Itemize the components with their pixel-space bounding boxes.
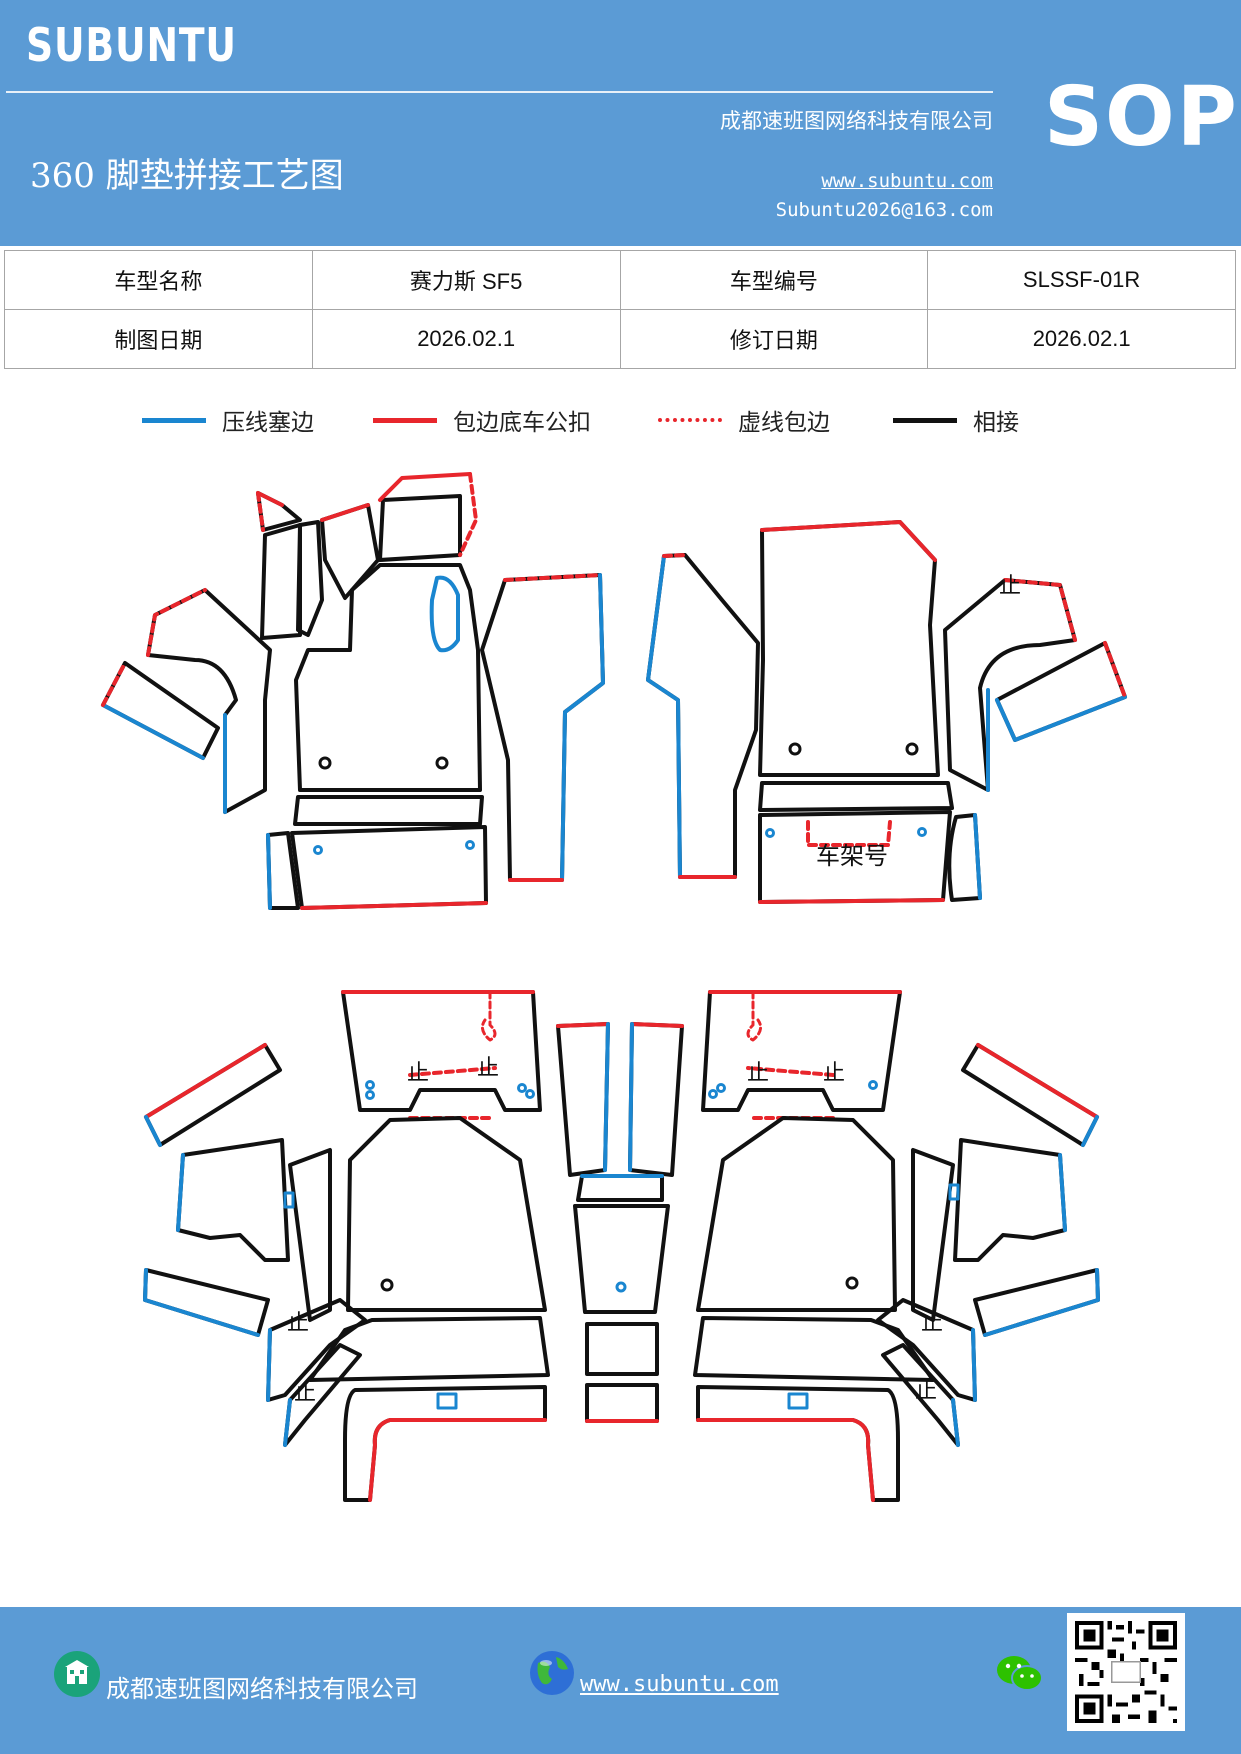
legend-item-black: 相接 (893, 400, 1019, 440)
legend-item-blue: 压线塞边 (142, 400, 314, 440)
table-row: 车型名称 赛力斯 SF5 车型编号 SLSSF-01R (4, 250, 1236, 310)
legend-swatch-blue (142, 417, 206, 423)
mat-piece (947, 813, 982, 902)
model-name-value: 赛力斯 SF5 (311, 250, 621, 310)
footer-website-link[interactable]: www.subuntu.com (580, 1672, 779, 1697)
table-row: 制图日期 2026.02.1 修订日期 2026.02.1 (4, 309, 1236, 369)
center-mats (556, 1022, 684, 1423)
stop-mark: 止 (823, 1061, 845, 1086)
qr-code-pattern (1067, 1613, 1185, 1731)
website-link[interactable]: www.subuntu.com (821, 170, 993, 192)
model-code-value: SLSSF-01R (927, 250, 1236, 310)
upper-right-mats: 车架号 止 (646, 520, 1127, 904)
legend-label-black: 相接 (973, 410, 1019, 436)
mat-piece (341, 990, 542, 1112)
lower-left-mats: 止 止 止 止 (143, 990, 550, 1502)
legend-label-red: 包边底车公扣 (453, 410, 591, 436)
sop-label: SOP (1044, 70, 1239, 165)
draw-date-label: 制图日期 (4, 309, 313, 369)
mat-piece (429, 575, 460, 653)
legend-item-dashed: 虚线包边 (658, 400, 830, 440)
mat-piece (961, 1043, 1099, 1147)
mat-piece (758, 520, 940, 777)
mat-piece (288, 1148, 332, 1322)
stop-mark: 止 (287, 1311, 309, 1336)
model-name-label: 车型名称 (4, 250, 313, 310)
legend-swatch-red (373, 417, 437, 423)
mat-piece (480, 573, 605, 882)
mat-piece (758, 781, 954, 812)
qr-code (1067, 1613, 1185, 1731)
mat-piece (973, 1268, 1100, 1337)
stop-mark: 止 (747, 1061, 769, 1086)
revise-date-value: 2026.02.1 (927, 309, 1236, 369)
stop-mark: 止 (999, 574, 1021, 599)
header-divider (6, 91, 993, 93)
mat-piece (911, 1148, 955, 1322)
legend-swatch-black (893, 417, 957, 423)
legend-label-dashed: 虚线包边 (738, 410, 830, 436)
footer-company: 成都速班图网络科技有限公司 (106, 1675, 418, 1703)
mat-piece (176, 1138, 290, 1262)
building-icon (54, 1651, 100, 1697)
mat-piece (556, 1022, 610, 1177)
revise-date-label: 修订日期 (619, 309, 929, 369)
mat-piece (576, 1174, 664, 1202)
footer-banner: 成都速班图网络科技有限公司 www.subuntu.com (0, 1607, 1241, 1754)
upper-left-mats (101, 472, 605, 910)
globe-icon (530, 1651, 574, 1695)
page-title: 360 脚垫拼接工艺图 (30, 156, 344, 196)
mat-piece (143, 1268, 270, 1337)
mat-piece (646, 553, 760, 879)
company-name: 成都速班图网络科技有限公司 (720, 109, 993, 133)
brand-logo: SUBUNTU (26, 18, 237, 72)
mat-piece (696, 1116, 897, 1312)
legend-item-red: 包边底车公扣 (373, 400, 591, 440)
stop-mark: 止 (915, 1379, 937, 1404)
stop-mark: 止 (294, 1381, 316, 1406)
mat-piece (101, 661, 220, 760)
lower-right-mats (693, 990, 1100, 1502)
mat-piece (293, 795, 484, 826)
mat-piece (573, 1204, 670, 1314)
legend-swatch-dashed (658, 418, 722, 422)
mat-piece (346, 1116, 547, 1312)
mat-piece (308, 1316, 550, 1382)
mat-piece (146, 588, 272, 814)
model-code-label: 车型编号 (619, 250, 929, 310)
email-address: Subuntu2026@163.com (775, 199, 993, 221)
mat-piece (953, 1138, 1067, 1262)
mat-piece (693, 1316, 935, 1382)
mat-piece (144, 1043, 282, 1147)
mat-piece (701, 990, 902, 1112)
stop-mark: 止 (407, 1061, 429, 1086)
mat-piece (943, 578, 1077, 792)
info-table: 车型名称 赛力斯 SF5 车型编号 SLSSF-01R 制图日期 2026.02… (4, 250, 1236, 369)
frame-number-label: 车架号 (816, 842, 888, 870)
mat-piece (290, 825, 488, 910)
stop-mark: 止 (477, 1056, 499, 1081)
mat-piece (995, 641, 1127, 742)
draw-date-value: 2026.02.1 (311, 309, 621, 369)
mat-piece (260, 523, 302, 640)
legend-label-blue: 压线塞边 (222, 410, 314, 436)
mat-piece (628, 1022, 684, 1177)
wechat-icon (997, 1656, 1043, 1691)
header-banner: SUBUNTU 成都速班图网络科技有限公司 360 脚垫拼接工艺图 www.su… (0, 0, 1241, 246)
mat-piece (294, 563, 482, 792)
mat-piece (378, 494, 462, 562)
stop-mark: 止 (921, 1311, 943, 1336)
